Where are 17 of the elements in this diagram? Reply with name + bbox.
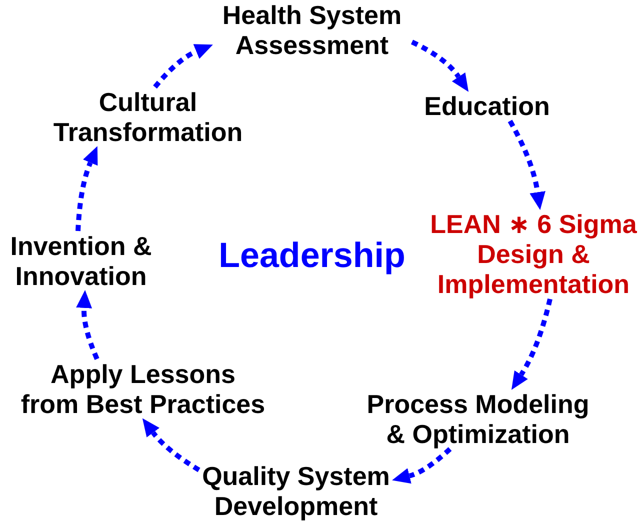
step-label: Cultural Transformation bbox=[50, 87, 246, 147]
step-label: Invention & Innovation bbox=[7, 231, 155, 291]
step-label: LEAN ∗ 6 Sigma Design & Implementation bbox=[428, 209, 639, 299]
dotted-arrow bbox=[392, 447, 452, 484]
dotted-arrow bbox=[512, 298, 552, 390]
dotted-arrow bbox=[153, 44, 213, 89]
step-label: Process Modeling & Optimization bbox=[364, 389, 592, 449]
dotted-arrow bbox=[76, 146, 98, 232]
step-label: Health System Assessment bbox=[212, 0, 412, 60]
center-title: Leadership bbox=[218, 236, 406, 276]
step-label: Education bbox=[421, 91, 553, 121]
dotted-arrow bbox=[142, 418, 200, 472]
step-label: Quality System Development bbox=[199, 461, 393, 521]
dotted-arrow bbox=[508, 120, 546, 210]
dotted-arrow bbox=[76, 290, 100, 360]
dotted-arrow bbox=[410, 40, 470, 92]
step-label: Apply Lessons from Best Practices bbox=[19, 359, 267, 419]
